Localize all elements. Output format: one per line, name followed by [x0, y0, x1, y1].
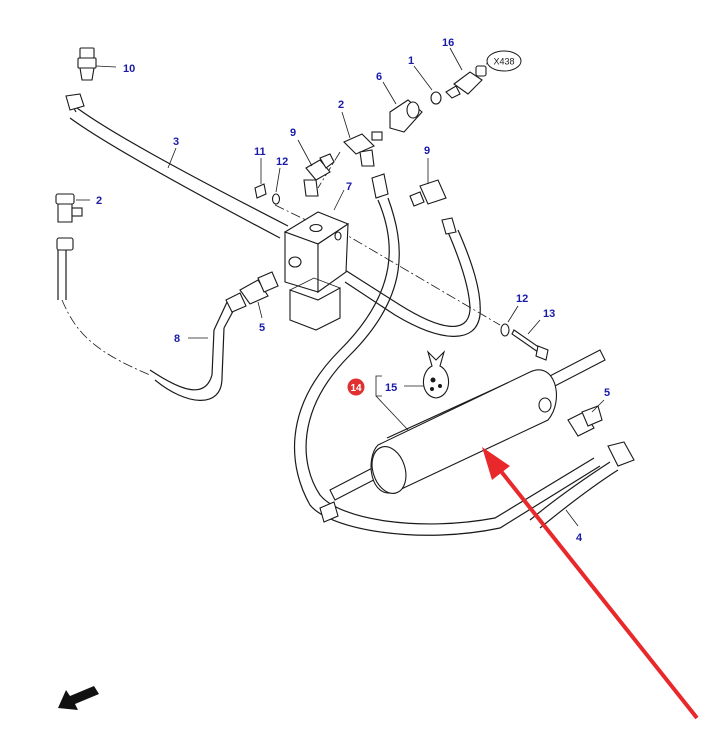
callout-15: 15	[385, 382, 397, 394]
bolt-13	[511, 329, 549, 361]
pointer-arrow	[482, 447, 699, 720]
callout-9: 9	[290, 127, 296, 139]
callout-14: 14	[350, 383, 362, 394]
hose-3	[67, 97, 289, 239]
fitting-5-right	[567, 405, 635, 467]
fitting-hose-top	[371, 173, 389, 199]
callout-12: 12	[276, 156, 288, 168]
fitting-5-left	[225, 271, 279, 313]
sensor-16	[445, 65, 487, 99]
callout-10: 10	[123, 63, 135, 75]
fitting-2-left	[55, 193, 83, 251]
washer-12-top	[271, 193, 281, 205]
hose-upper-right	[344, 229, 481, 337]
leader-lines	[76, 47, 605, 527]
callout-12: 12	[516, 293, 528, 305]
callout-2: 2	[96, 195, 102, 207]
connector-tag-label: X438	[493, 57, 514, 67]
callout-13: 13	[543, 308, 555, 320]
hose-4	[529, 461, 619, 529]
washer-12-right	[500, 323, 510, 337]
callout-9: 9	[424, 145, 430, 157]
long-hose-lower	[293, 197, 601, 536]
callout-5: 5	[604, 387, 610, 399]
accumulator-14	[319, 349, 606, 523]
callout-2: 2	[338, 99, 344, 111]
hose-8	[57, 250, 239, 401]
valve-block-7	[283, 211, 350, 331]
callout-labels: 10 3 2 8 5 11 12 9 2 7 6 1 16 9 12 13 14…	[96, 37, 610, 544]
callout-3: 3	[173, 136, 179, 148]
tee-fitting-2-top	[343, 131, 383, 167]
callout-1: 1	[408, 55, 414, 67]
callout-11: 11	[254, 146, 266, 158]
o-ring-1	[430, 91, 442, 105]
nut-11	[254, 183, 267, 199]
callout-8: 8	[174, 333, 180, 345]
hardware-bag-icon	[422, 350, 450, 399]
callout-6: 6	[376, 71, 382, 83]
fitting-9-right	[409, 179, 457, 235]
callout-16: 16	[442, 37, 454, 49]
callout-5: 5	[259, 322, 265, 334]
fitting-10	[65, 47, 97, 111]
callout-7: 7	[346, 181, 352, 193]
connector-tag: X438	[486, 50, 522, 72]
callout-14-badge	[347, 378, 365, 396]
coupling-6	[389, 99, 423, 133]
direction-arrow-icon	[58, 686, 99, 710]
callout-4: 4	[576, 532, 583, 544]
center-line-right	[337, 229, 501, 326]
fitting-9-left	[303, 153, 335, 197]
